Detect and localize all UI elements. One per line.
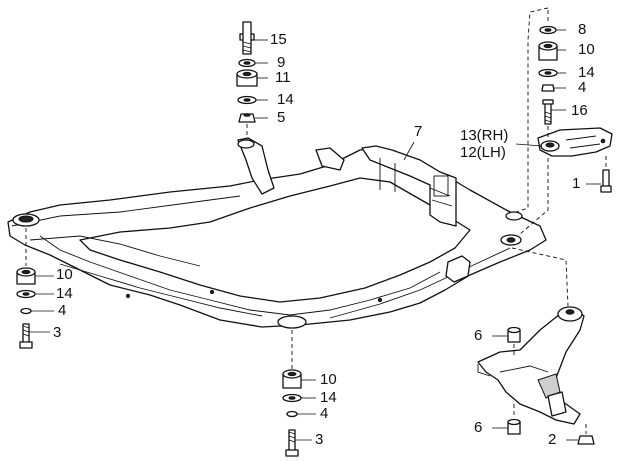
callout-4-bottom: 4 <box>320 405 329 422</box>
hardware-stack-bottom <box>282 330 302 457</box>
callout-6-lower: 6 <box>474 419 483 436</box>
hardware-arm-bushings <box>507 156 612 445</box>
callout-13-rh: 13(RH) <box>460 127 509 144</box>
callout-4-left: 4 <box>58 302 67 319</box>
callout-12-lh: 12(LH) <box>460 144 506 161</box>
callout-15: 15 <box>270 31 287 48</box>
hardware-stack-top <box>236 21 258 140</box>
assembly-guide-lines <box>511 7 569 307</box>
callout-10-left: 10 <box>56 266 73 283</box>
callout-4-top-right: 4 <box>578 79 587 96</box>
callout-10-top-right: 10 <box>578 41 595 58</box>
leader-lines <box>29 29 601 441</box>
callout-8: 8 <box>578 21 587 38</box>
callout-7: 7 <box>414 123 423 140</box>
front-subframe <box>7 137 547 329</box>
callout-3-bottom: 3 <box>315 431 324 448</box>
callout-14-bottom: 14 <box>320 389 337 406</box>
callout-9: 9 <box>277 54 286 71</box>
callout-5: 5 <box>277 109 286 126</box>
callout-16: 16 <box>571 102 588 119</box>
callout-6-upper: 6 <box>474 327 483 344</box>
lower-control-arm <box>477 306 585 425</box>
callout-10-bottom: 10 <box>320 371 337 388</box>
callout-2: 2 <box>548 431 557 448</box>
callout-11: 11 <box>275 69 291 86</box>
hardware-stack-top-right <box>538 10 558 138</box>
rear-mount-bracket <box>537 127 613 157</box>
callout-3-left: 3 <box>53 324 62 341</box>
callout-14-left: 14 <box>56 285 73 302</box>
callout-14-top: 14 <box>277 91 294 108</box>
callout-14-top-right: 14 <box>578 64 595 81</box>
callout-1: 1 <box>572 175 581 192</box>
